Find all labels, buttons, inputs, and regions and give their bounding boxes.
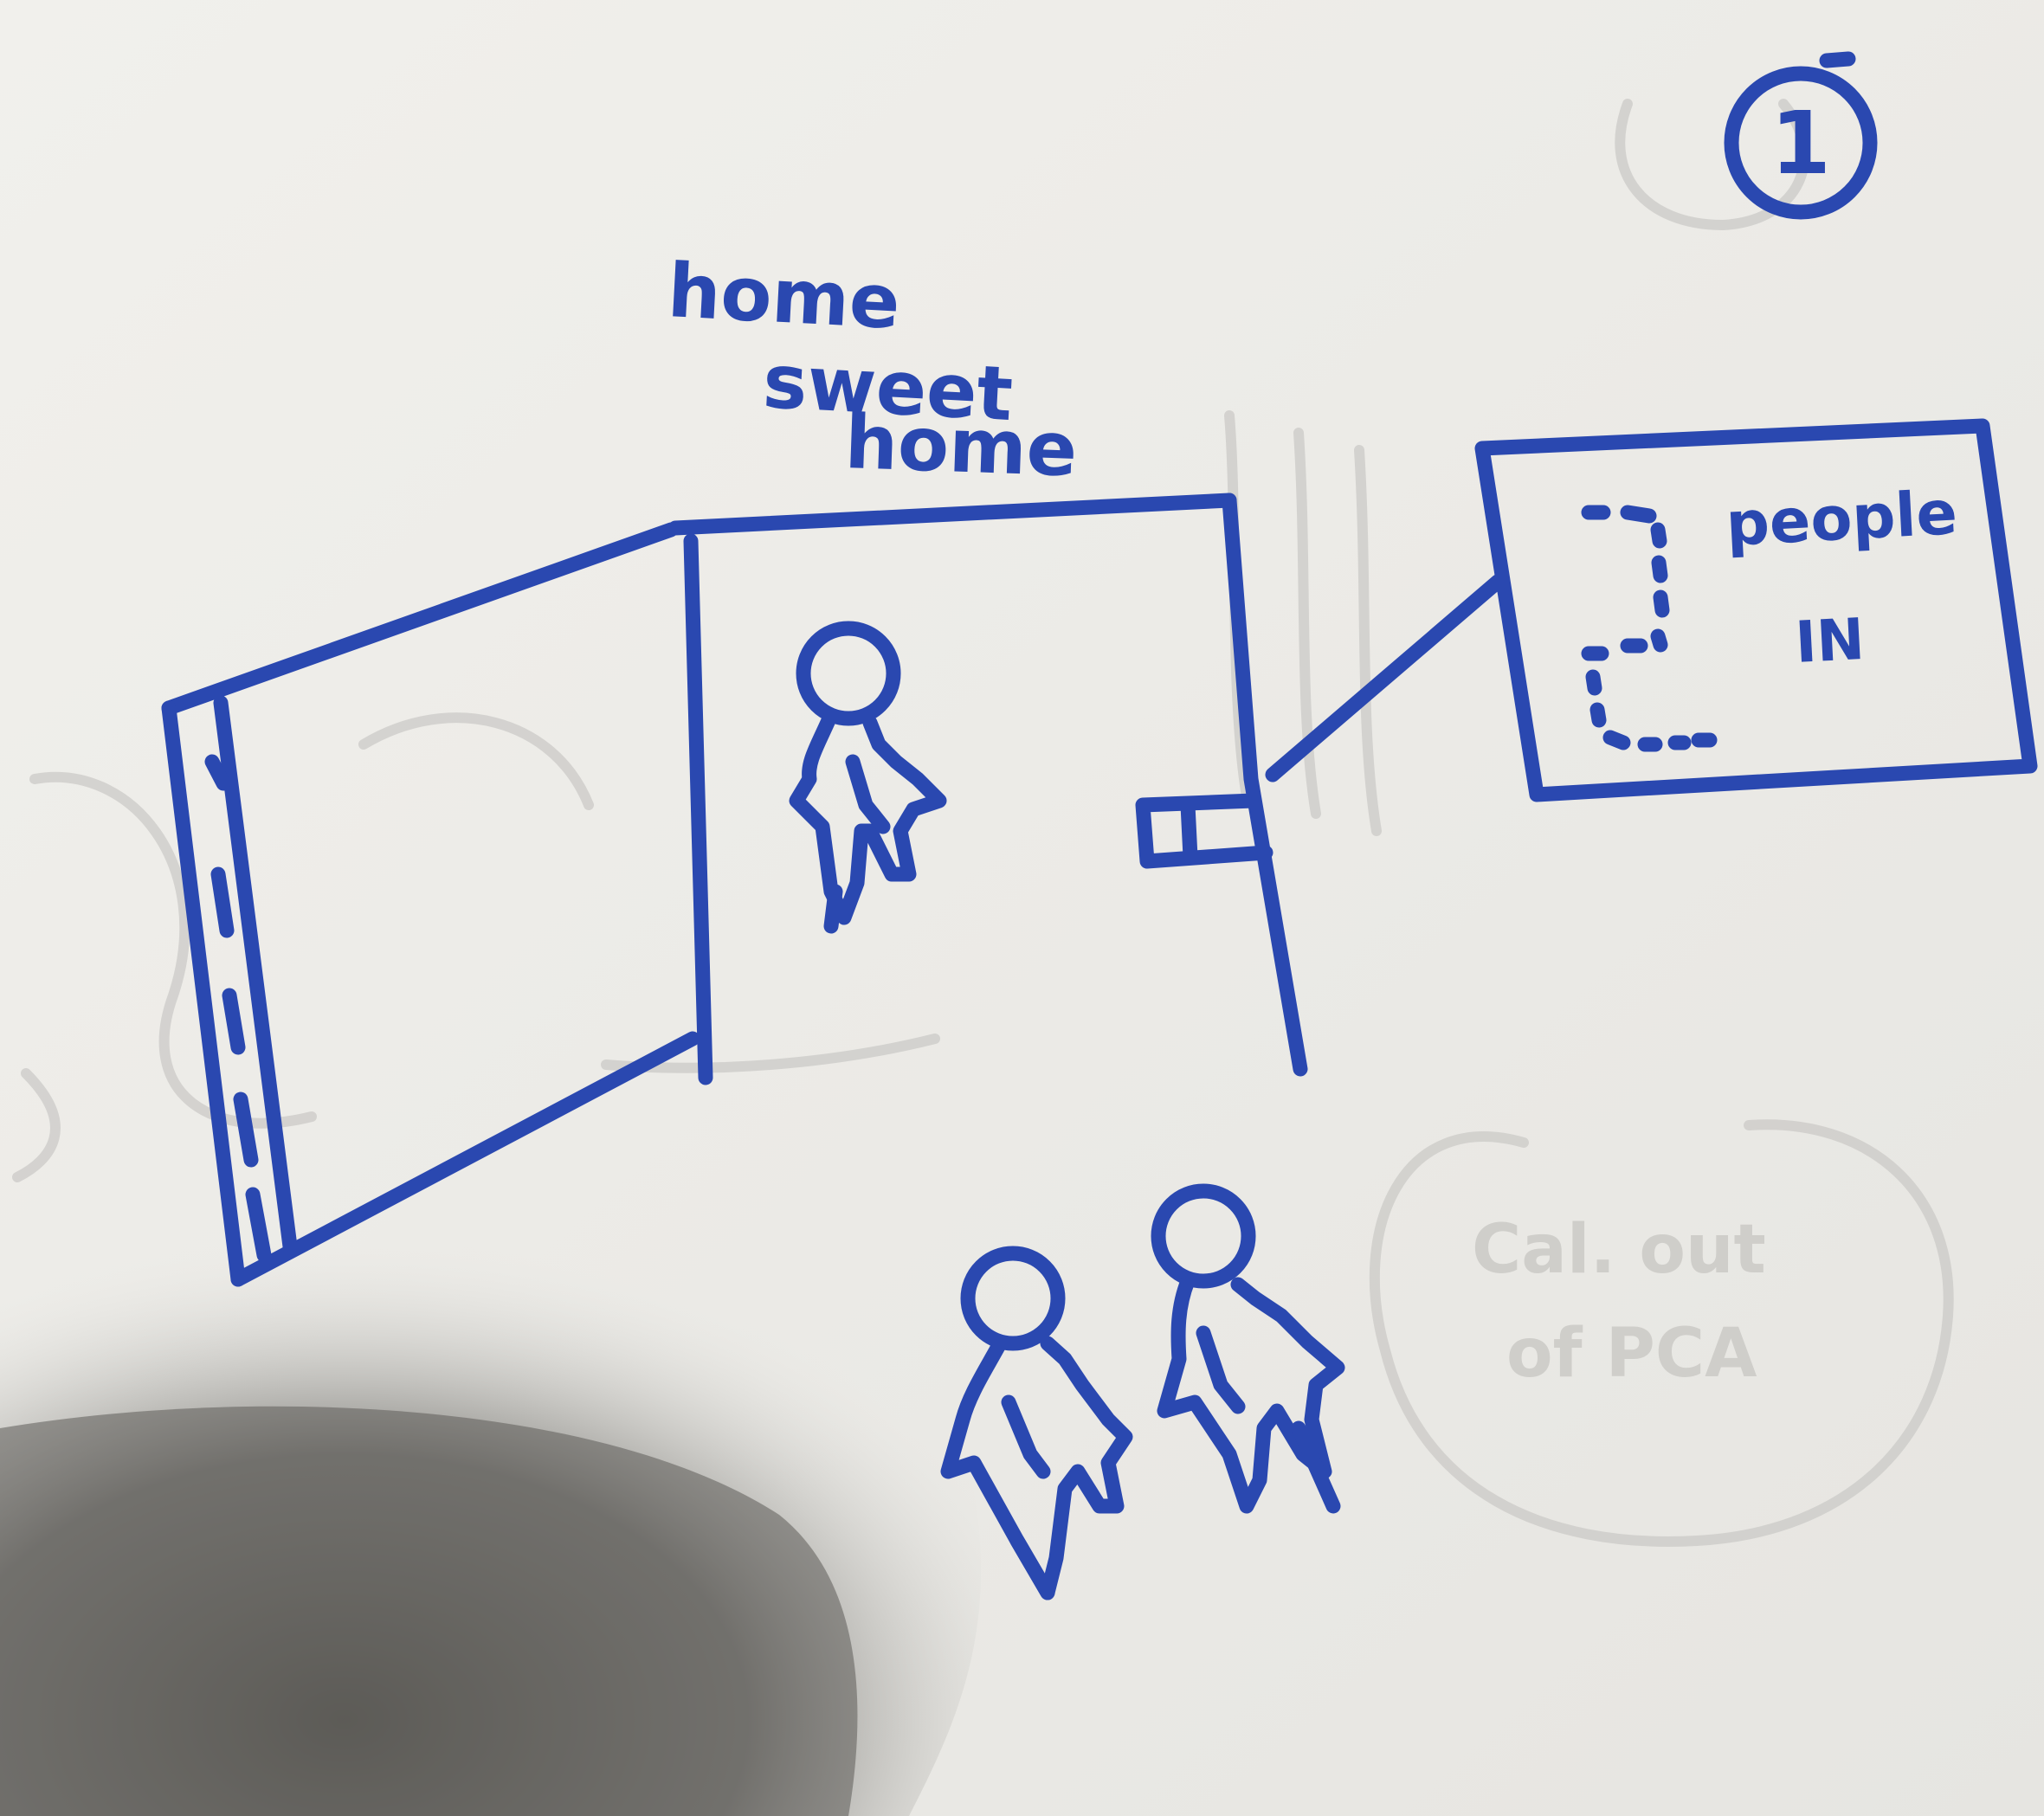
people-counter-display: people IN <box>1474 418 2038 802</box>
person-outside-right-icon <box>1151 1183 1345 1514</box>
shadow-core <box>0 1406 858 1816</box>
display-label-line2: IN <box>1794 606 1867 676</box>
sign-line-1: home <box>666 248 902 346</box>
page-number: 1 <box>1770 93 1831 194</box>
home-sweet-home-sign: home sweet home <box>666 248 1079 493</box>
person-inside-icon <box>789 621 947 934</box>
ghost-note-line1: Cal. out <box>1472 1211 1766 1289</box>
sign-line-3: home <box>843 399 1079 493</box>
display-label-line1: people <box>1725 477 1959 560</box>
sensor-connector-line <box>1265 574 1506 782</box>
person-outside-left-icon <box>940 1246 1133 1600</box>
door-frame <box>667 493 1308 1085</box>
open-door-panel <box>161 522 700 1287</box>
ghost-note-line2: of PCA <box>1506 1315 1757 1393</box>
segment-digit-icon <box>1581 505 1718 752</box>
door-sensor <box>1135 793 1273 869</box>
page-number-badge: 1 <box>1724 51 1878 220</box>
sign-line-2: sweet <box>761 338 1015 438</box>
